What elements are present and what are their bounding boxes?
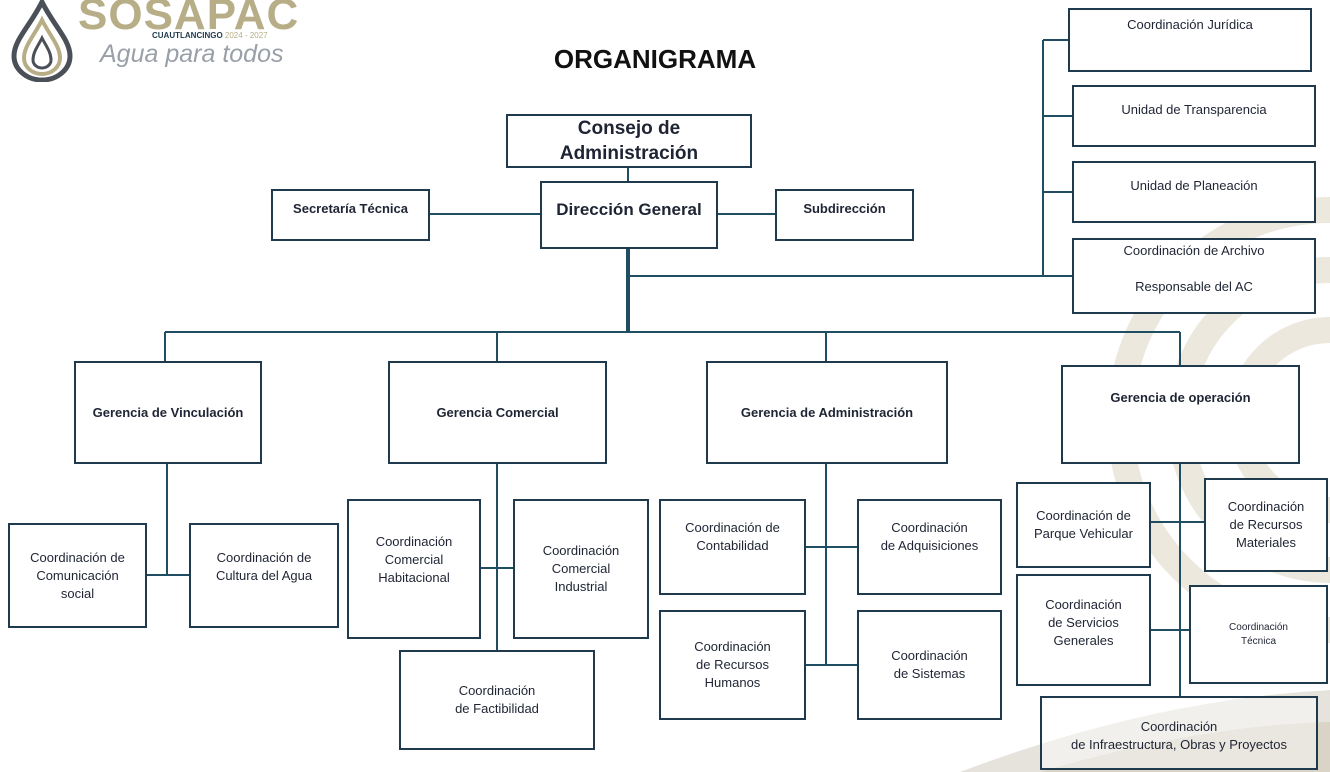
node-coordinacion-infraestructura: Coordinación de Infraestructura, Obras y… [1040, 696, 1318, 770]
logo-name: SOSAPAC [78, 0, 300, 39]
node-coordinacion-comercial-habitacional: Coordinación Comercial Habitacional [347, 499, 481, 639]
node-consejo-administracion: Consejo de Administración [506, 114, 752, 168]
node-secretaria-tecnica: Secretaría Técnica [271, 189, 430, 241]
node-coordinacion-juridica: Coordinación Jurídica [1068, 8, 1312, 72]
node-coordinacion-comercial-industrial: Coordinación Comercial Industrial [513, 499, 649, 639]
node-coordinacion-tecnica: Coordinación Técnica [1189, 585, 1328, 684]
sosapac-logo: SOSAPAC CUAUTLANCINGO 2024 - 2027 Agua p… [0, 0, 340, 90]
node-coordinacion-recursos-materiales: Coordinación de Recursos Materiales [1204, 478, 1328, 572]
logo-period: 2024 - 2027 [224, 31, 268, 40]
node-coordinacion-recursos-humanos: Coordinación de Recursos Humanos [659, 610, 806, 720]
logo-municipality-name: CUAUTLANCINGO [152, 31, 223, 40]
node-coordinacion-servicios-generales: Coordinación de Servicios Generales [1016, 574, 1151, 686]
node-coordinacion-archivo: Coordinación de Archivo Responsable del … [1072, 238, 1316, 314]
node-coordinacion-sistemas: Coordinación de Sistemas [857, 610, 1002, 720]
water-drop-logo-icon [11, 0, 73, 82]
node-unidad-planeacion: Unidad de Planeación [1072, 161, 1316, 223]
node-coordinacion-parque-vehicular: Coordinación de Parque Vehicular [1016, 482, 1151, 568]
node-subdireccion: Subdirección [775, 189, 914, 241]
node-coordinacion-comunicacion-social: Coordinación de Comunicación social [8, 523, 147, 628]
node-direccion-general: Dirección General [540, 181, 718, 249]
node-gerencia-vinculacion: Gerencia de Vinculación [74, 361, 262, 464]
logo-slogan: Agua para todos [100, 40, 284, 68]
node-coordinacion-factibilidad: Coordinación de Factibilidad [399, 650, 595, 750]
logo-municipality: CUAUTLANCINGO 2024 - 2027 [152, 31, 268, 40]
node-coordinacion-adquisiciones: Coordinación de Adquisiciones [857, 499, 1002, 595]
node-coordinacion-cultura-agua: Coordinación de Cultura del Agua [189, 523, 339, 628]
page-title: ORGANIGRAMA [553, 44, 757, 74]
node-gerencia-operacion: Gerencia de operación [1061, 365, 1300, 464]
node-gerencia-comercial: Gerencia Comercial [388, 361, 607, 464]
node-coordinacion-contabilidad: Coordinación de Contabilidad [659, 499, 806, 595]
node-gerencia-administracion: Gerencia de Administración [706, 361, 948, 464]
node-unidad-transparencia: Unidad de Transparencia [1072, 85, 1316, 147]
